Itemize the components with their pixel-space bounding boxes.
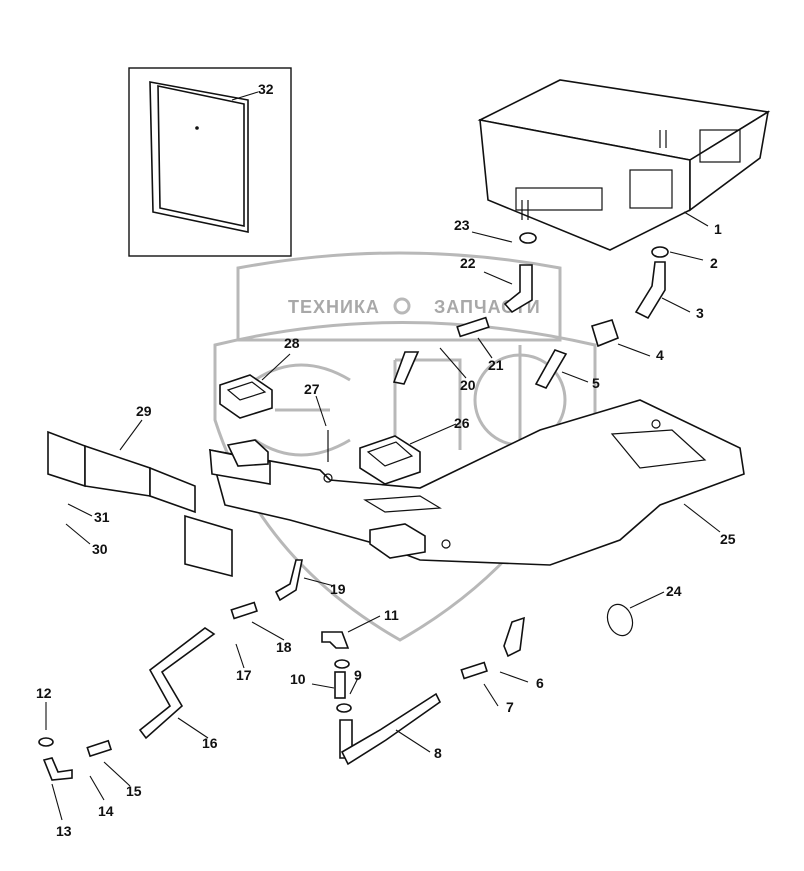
callout-4: 4 [656, 347, 664, 363]
callout-23: 23 [454, 217, 470, 233]
watermark-logo: ТЕХНИКА ЗАПЧАСТИ [213, 251, 597, 642]
callout-6: 6 [536, 675, 544, 691]
callout-7: 7 [506, 699, 514, 715]
callout-1: 1 [714, 221, 722, 237]
callout-18: 18 [276, 639, 292, 655]
callout-32: 32 [258, 81, 274, 97]
callout-26: 26 [454, 415, 470, 431]
callout-24: 24 [666, 583, 682, 599]
leader-lines [45, 91, 721, 821]
callout-9: 9 [354, 667, 362, 683]
part-1-housing [477, 79, 771, 251]
callout-2: 2 [710, 255, 718, 271]
callout-5: 5 [592, 375, 600, 391]
callout-19: 19 [330, 581, 346, 597]
callout-28: 28 [284, 335, 300, 351]
watermark-text-left: ТЕХНИКА [288, 297, 380, 317]
callout-30: 30 [92, 541, 108, 557]
callout-12: 12 [36, 685, 52, 701]
callout-3: 3 [696, 305, 704, 321]
watermark-gear-icon [393, 297, 411, 315]
callout-8: 8 [434, 745, 442, 761]
callout-10: 10 [290, 671, 306, 687]
callout-15: 15 [126, 783, 142, 799]
callout-21: 21 [488, 357, 504, 373]
part-32-panel-frame [128, 67, 292, 257]
seals [219, 374, 426, 559]
callout-13: 13 [56, 823, 72, 839]
part-29-deflector [47, 430, 233, 578]
callout-22: 22 [460, 255, 476, 271]
hoses [38, 232, 669, 781]
callout-25: 25 [720, 531, 736, 547]
callout-27: 27 [304, 381, 320, 397]
callout-11: 11 [384, 607, 399, 623]
callout-31: 31 [94, 509, 110, 525]
callout-labels: 1 2 3 4 5 6 7 8 9 10 11 12 13 14 15 16 1… [36, 81, 736, 839]
part-25-tray [208, 399, 745, 566]
callout-14: 14 [98, 803, 114, 819]
callout-17: 17 [236, 667, 252, 683]
callout-20: 20 [460, 377, 476, 393]
callout-29: 29 [136, 403, 152, 419]
callout-16: 16 [202, 735, 218, 751]
